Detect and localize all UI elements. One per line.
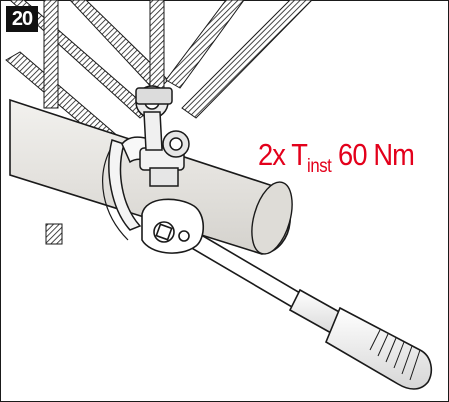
torque-value: 60 Nm (338, 137, 415, 172)
torque-count: 2x (258, 137, 286, 172)
torque-subscript: inst (307, 156, 332, 177)
pipe-clamp-icon (108, 85, 190, 231)
torque-annotation: 2x Tinst 60 Nm (258, 137, 415, 178)
torque-wrench-icon (141, 198, 433, 390)
step-number-badge: 20 (6, 6, 38, 32)
torque-symbol: T (291, 137, 308, 172)
